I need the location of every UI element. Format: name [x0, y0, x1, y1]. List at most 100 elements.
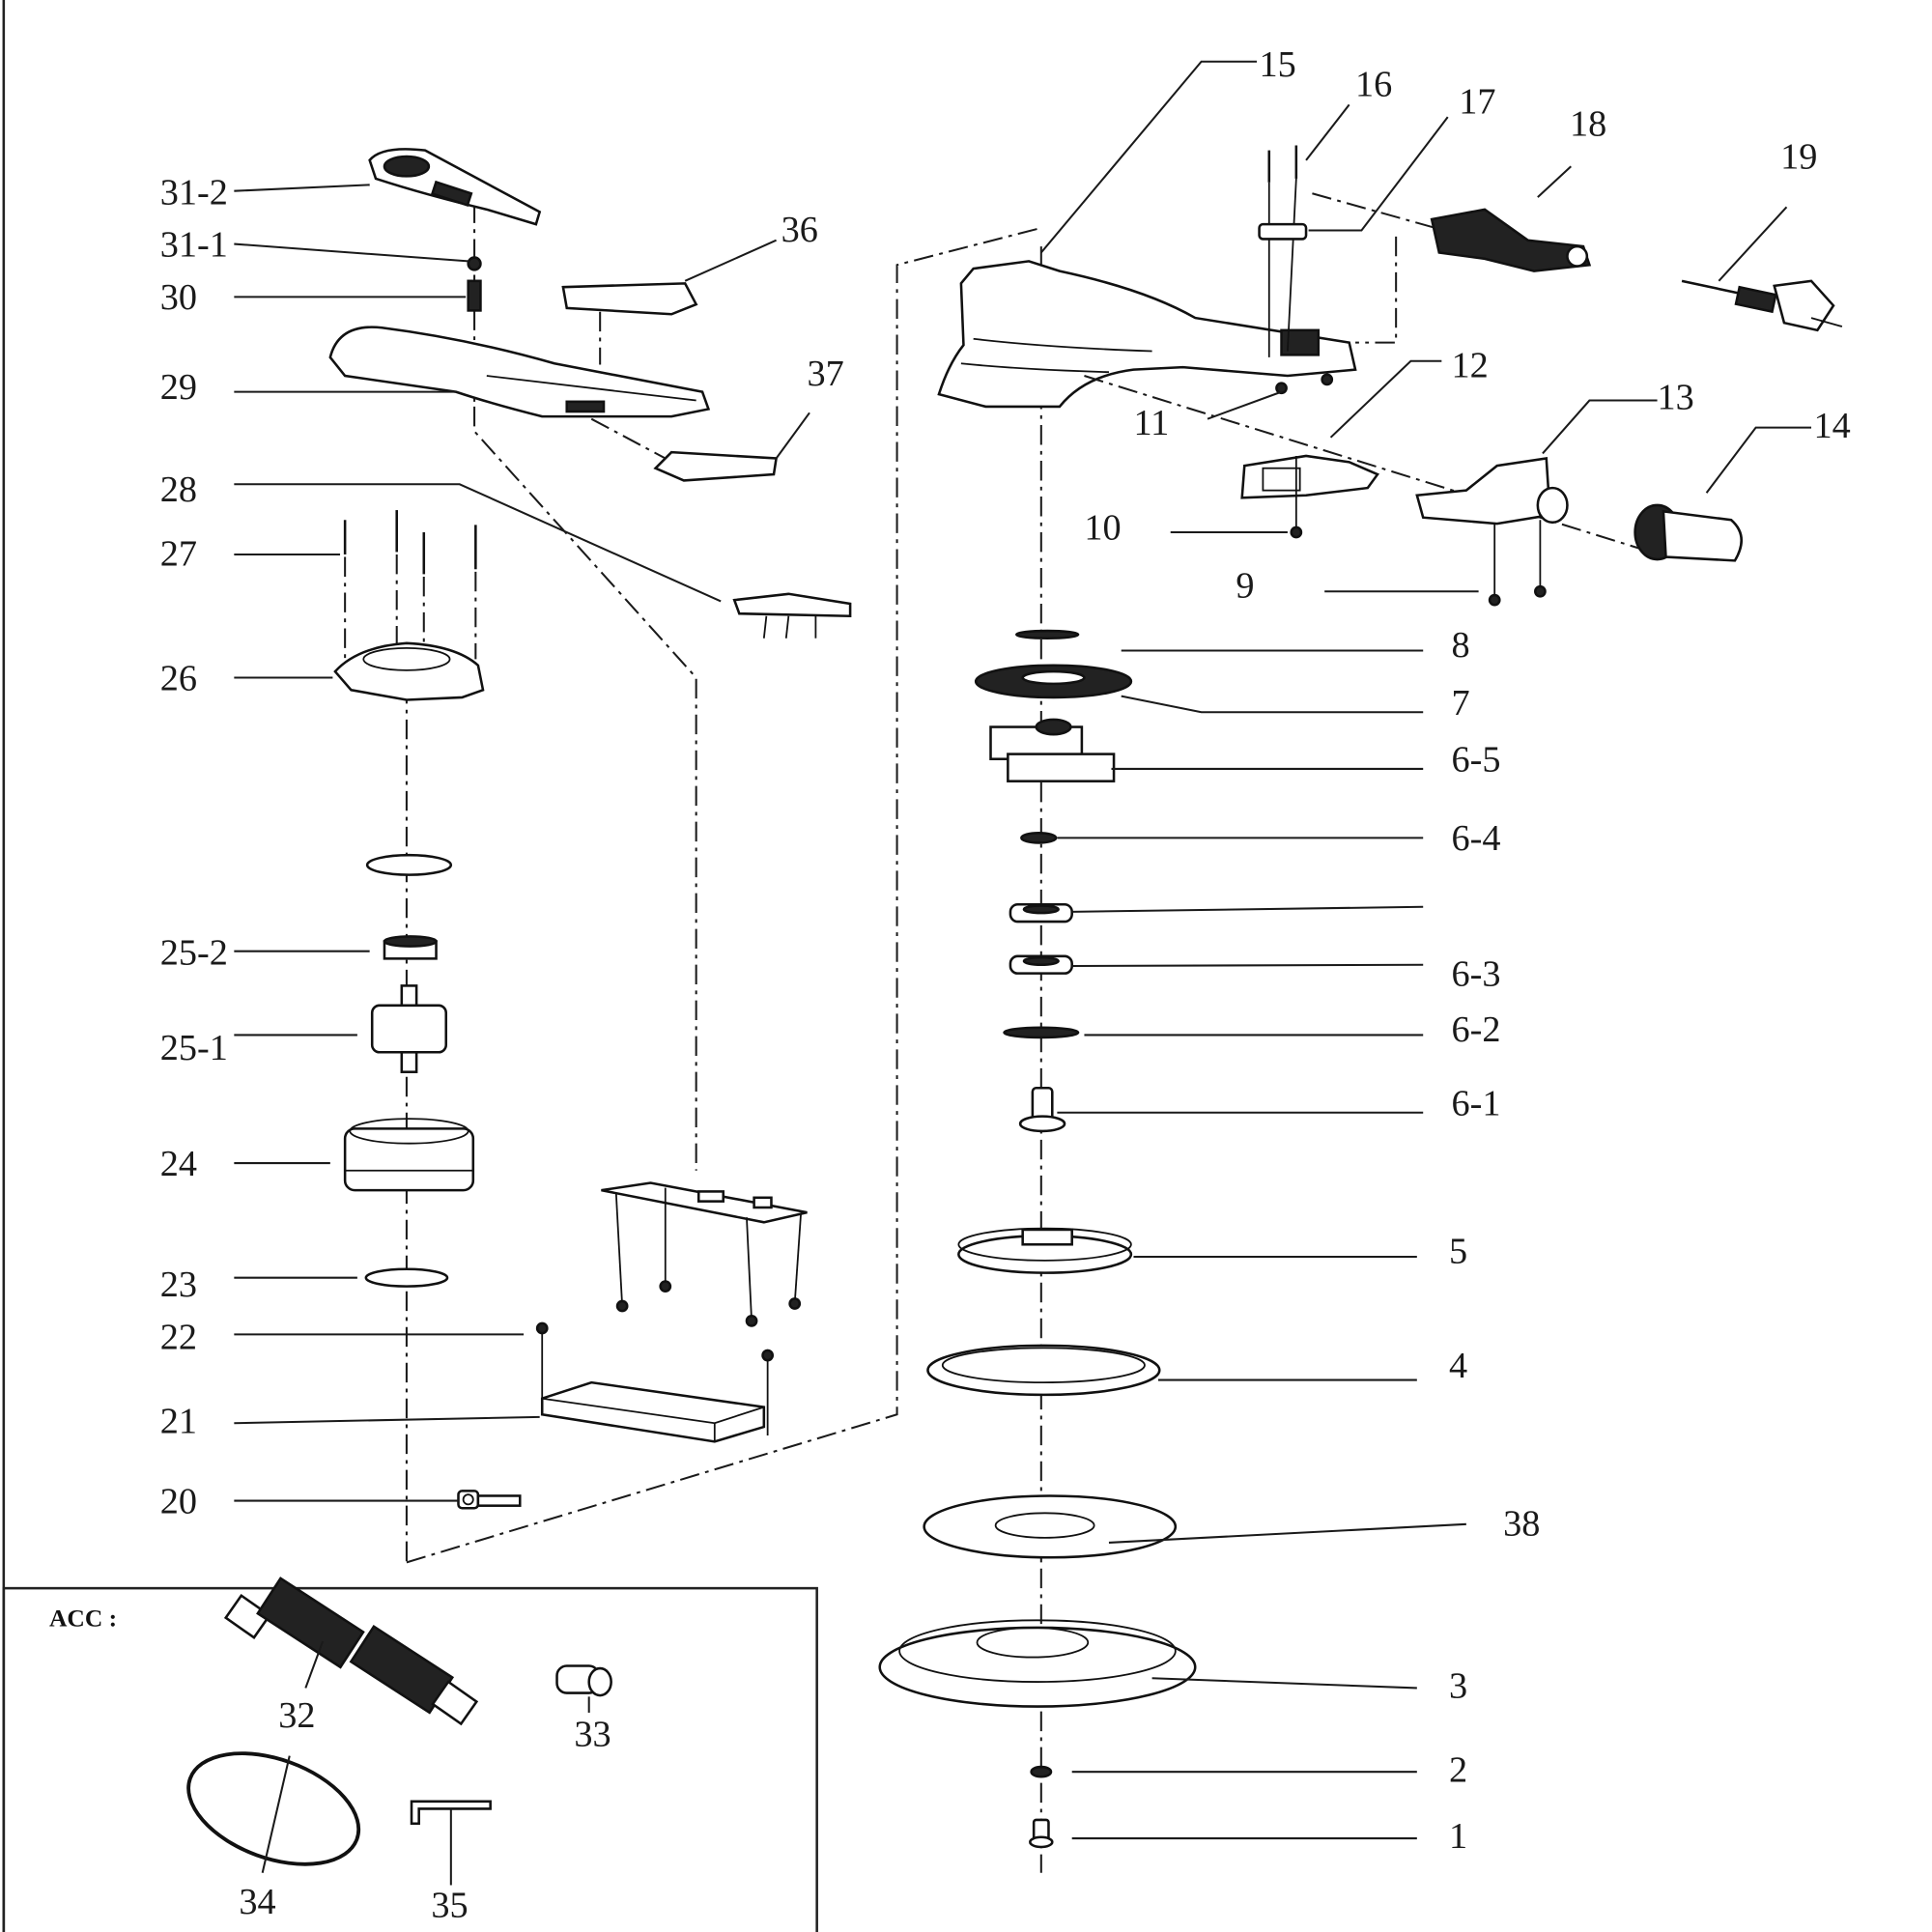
leader-18 [1537, 165, 1572, 198]
leader-bearing-upper [1071, 905, 1424, 913]
leader-36 [684, 239, 777, 282]
part-31-2-cover-plate [368, 148, 542, 226]
label-7: 7 [1452, 683, 1470, 724]
part-25-1-rotor [370, 984, 448, 1073]
label-25-1: 25-1 [160, 1028, 228, 1068]
label-24: 24 [160, 1144, 197, 1184]
leader-3 [1151, 1677, 1417, 1690]
label-33: 33 [574, 1714, 611, 1754]
part-4-skirt [926, 1344, 1161, 1397]
label-20: 20 [160, 1481, 197, 1521]
part-1-screw [1029, 1818, 1054, 1849]
accessories-box [2, 1586, 818, 1932]
part-13-switch-housing [1415, 457, 1569, 607]
label-8: 8 [1452, 625, 1470, 666]
part-8-circlip [1015, 629, 1080, 639]
label-14: 14 [1814, 406, 1851, 446]
accessories-heading: ACC : [49, 1605, 117, 1633]
part-26-motor-cover [333, 641, 485, 701]
switch-assembly-axis [1084, 375, 1652, 554]
part-6-5-eccentric [989, 718, 1116, 782]
leader-31-1 [234, 242, 469, 263]
label-12: 12 [1452, 345, 1489, 385]
cord-axis [1312, 192, 1436, 229]
label-1: 1 [1449, 1816, 1467, 1857]
part-20-terminal [457, 1490, 522, 1510]
label-6-2: 6-2 [1452, 1009, 1501, 1050]
part-28-switch [732, 592, 852, 639]
label-5: 5 [1449, 1231, 1467, 1271]
label-16: 16 [1355, 64, 1392, 104]
label-31-2: 31-2 [160, 173, 228, 213]
part-3-sanding-pad [878, 1619, 1197, 1708]
part-37-label-plate [653, 450, 779, 482]
part-25-2-bearing [383, 935, 438, 960]
part-23-ring [364, 1267, 449, 1288]
part-5-fan [957, 1227, 1133, 1274]
label-6-3: 6-3 [1452, 953, 1501, 994]
leader-38 [1108, 1522, 1466, 1544]
part-38-interface-pad [923, 1494, 1178, 1559]
leader-21 [234, 1415, 540, 1425]
pcb-assembly-path [473, 406, 697, 1171]
label-29: 29 [160, 367, 197, 408]
leader-15 [1040, 60, 1258, 254]
part-32-dust-hose [223, 1577, 479, 1726]
part-27-screws [343, 510, 477, 666]
leader-12 [1329, 359, 1442, 439]
label-38: 38 [1503, 1503, 1540, 1544]
label-23: 23 [160, 1264, 197, 1305]
label-26: 26 [160, 658, 197, 698]
label-11: 11 [1133, 403, 1169, 443]
leader-34 [261, 1755, 291, 1874]
part-22-screws [535, 1321, 775, 1435]
part-19-power-cord [1681, 279, 1843, 332]
label-6-4: 6-4 [1452, 818, 1501, 859]
part-pcb-board [601, 1181, 808, 1327]
label-6-1: 6-1 [1452, 1083, 1501, 1123]
part-30-spring [467, 279, 482, 312]
leader-32 [304, 1640, 325, 1689]
label-27: 27 [160, 533, 197, 574]
part-6-1-pin [1018, 1087, 1066, 1133]
leader-37 [775, 412, 810, 460]
part-16-screws [1267, 145, 1298, 357]
label-4: 4 [1449, 1346, 1467, 1386]
label-19: 19 [1780, 137, 1817, 178]
part-24-stator [343, 1118, 475, 1192]
label-13: 13 [1658, 377, 1694, 417]
part-2-washer [1030, 1765, 1053, 1778]
part-34-belt [186, 1751, 361, 1866]
label-28: 28 [160, 469, 197, 510]
part-33-adapter [555, 1664, 612, 1697]
label-22: 22 [160, 1318, 197, 1358]
label-25-2: 25-2 [160, 933, 228, 974]
part-18-strain-relief [1430, 208, 1592, 272]
leader-7 [1121, 695, 1424, 714]
part-bearing-upper [1009, 902, 1073, 923]
leader-14 [1705, 426, 1811, 494]
leader-16 [1305, 103, 1350, 161]
part-29-top-cover [328, 326, 711, 418]
part-12-switch-lever [1240, 454, 1379, 539]
part-11-screws [1275, 373, 1334, 395]
label-6-5: 6-5 [1452, 739, 1501, 780]
part-35-hex-key [410, 1800, 492, 1826]
part-6-4-washer [1020, 831, 1058, 844]
part-17-clamp [1258, 222, 1308, 241]
part-6-3-bearing [1009, 954, 1073, 975]
leader-28 [234, 483, 722, 603]
label-17: 17 [1459, 81, 1495, 122]
leader-13 [1542, 399, 1658, 455]
label-21: 21 [160, 1401, 197, 1441]
part-14-speed-knob [1634, 503, 1743, 562]
part-31-1-ball [467, 256, 482, 271]
label-15: 15 [1260, 44, 1296, 85]
leader-6-3 [1071, 963, 1424, 968]
part-36-label-plate [561, 282, 698, 316]
housing-side-axis [1355, 236, 1398, 344]
housing-assembly-path [406, 226, 1042, 1564]
label-34: 34 [239, 1882, 275, 1922]
label-3: 3 [1449, 1666, 1467, 1707]
